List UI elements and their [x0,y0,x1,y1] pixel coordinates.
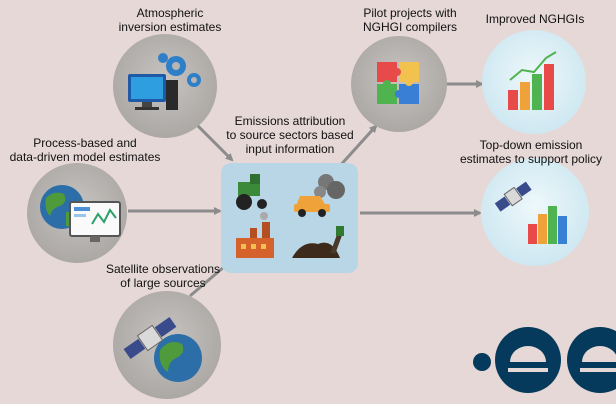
soil-shovel-icon [292,226,344,258]
globe-monitor-icon [40,185,121,242]
factory-icon [236,212,274,258]
satellite-chart-icon [494,181,567,244]
process-based-node [27,163,127,263]
atmospheric-node [113,34,217,138]
tractor-icon [236,174,267,210]
label-atmospheric: Atmospheric inversion estimates [118,6,222,34]
esa-logo [473,327,616,393]
topdown-node [481,158,589,266]
improved-node [482,30,586,134]
arrow-center-to-pilot [336,124,378,170]
computer-gears-icon [128,53,201,110]
label-attribution: Emissions attribution to source sectors … [226,114,354,156]
label-satellite: Satellite observations of large sources [105,262,221,290]
label-process-based: Process-based and data-driven model esti… [9,136,161,164]
car-smoke-icon [294,174,345,217]
attribution-node [221,163,358,273]
arrows [128,80,484,298]
pilot-node [351,36,447,132]
label-topdown: Top-down emission estimates to support p… [459,138,603,166]
satellite-node [113,291,221,399]
satellite-globe-icon [123,317,202,382]
puzzle-icon [377,62,419,104]
bar-chart-icon [508,51,557,110]
label-pilot: Pilot projects with NGHGI compilers [362,6,457,34]
label-improved: Improved NGHGIs [485,12,585,26]
